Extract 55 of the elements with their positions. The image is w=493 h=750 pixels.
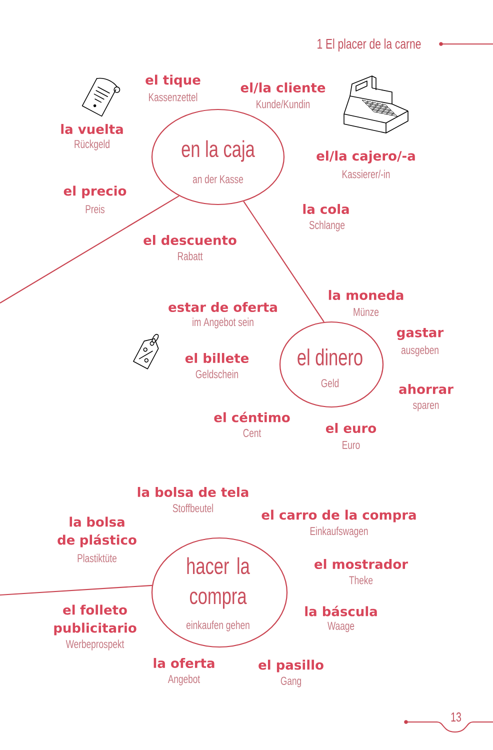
connector-line <box>0 584 152 596</box>
translation: im Angebot sein <box>192 318 254 328</box>
vocabulary-word: el/la cajero/-a <box>316 150 415 164</box>
vocabulary-word: el folleto publicitario <box>54 604 136 636</box>
vocabulary-word: la bolsa de tela <box>138 486 248 498</box>
topic-ellipse <box>151 108 285 206</box>
vocabulary-word: el euro <box>326 422 376 434</box>
vocabulary-word: estar de oferta <box>168 302 277 312</box>
vocabulary-word: el billete <box>185 352 249 364</box>
connector-line <box>243 201 324 322</box>
topic-word: el dinero <box>298 348 362 366</box>
translation: Kunde/Kundin <box>256 100 310 108</box>
vocabulary-word: el pasillo <box>258 660 324 672</box>
topic-word: hacer la compra <box>187 557 250 609</box>
translation: Stoffbeutel <box>172 504 213 512</box>
translation: Geldschein <box>196 370 238 378</box>
vocabulary-word: la bolsa de plástico <box>58 516 136 548</box>
translation: einkaufen gehen <box>186 620 250 632</box>
vocabulary-word: el carro de la compra <box>262 510 416 522</box>
translation: an der Kasse <box>192 174 243 184</box>
translation: Plastiktüte <box>78 554 116 562</box>
translation: Werbeprospekt <box>66 640 124 650</box>
page-number: 13 <box>451 712 461 722</box>
translation: Angebot <box>168 674 200 686</box>
translation: Schlange <box>309 220 345 232</box>
vocabulary-word: el céntimo <box>214 412 290 422</box>
translation: Rückgeld <box>74 140 110 150</box>
topic-ellipse <box>279 321 384 408</box>
vocabulary-word: el mostrador <box>314 558 408 570</box>
vocabulary-word: la vuelta <box>61 124 123 134</box>
translation: Geld <box>321 378 339 388</box>
vocabulary-word: la cola <box>303 204 349 214</box>
translation: Cent <box>243 428 262 438</box>
vocabulary-word: el/la cliente <box>240 82 326 94</box>
translation: Einkaufswagen <box>310 526 368 538</box>
translation: Preis <box>86 204 104 214</box>
chapter-heading: 1 El placer de la carne <box>318 38 421 52</box>
vocabulary-word: gastar <box>396 328 444 340</box>
vocabulary-word: el tique <box>146 74 200 88</box>
vocabulary-word: la báscula <box>305 606 377 616</box>
translation: Theke <box>349 576 373 584</box>
vocabulary-word: la moneda <box>328 290 404 300</box>
translation: sparen <box>413 402 439 412</box>
vocabulary-word: el precio <box>64 186 126 198</box>
topic-ellipse <box>151 537 288 648</box>
translation: Gang <box>280 676 301 688</box>
translation: Waage <box>328 622 354 632</box>
vocabulary-word: ahorrar <box>399 384 454 394</box>
vocabulary-word: el descuento <box>144 234 236 246</box>
topic-word: en la caja <box>182 140 255 162</box>
translation: Rabatt <box>178 252 203 260</box>
translation: ausgeben <box>401 346 438 356</box>
connector-line <box>0 195 180 304</box>
translation: Kassierer/-in <box>342 170 390 178</box>
translation: Euro <box>342 441 360 450</box>
